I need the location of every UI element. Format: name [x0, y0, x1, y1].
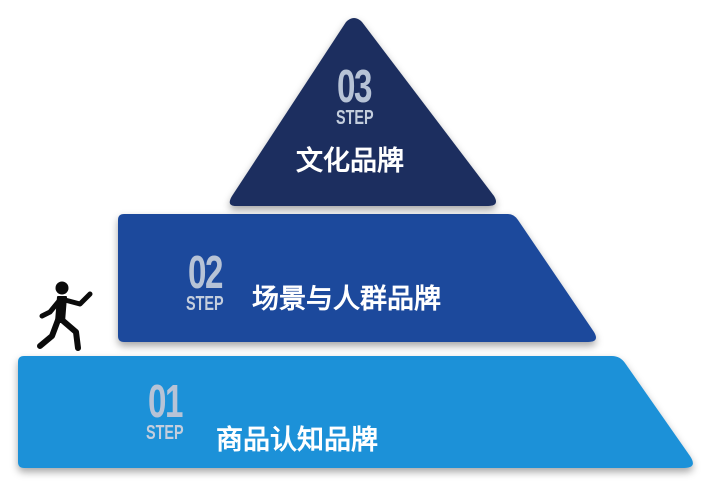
walking-person-icon — [37, 281, 93, 351]
step-03-number: 03 — [337, 60, 372, 112]
step-01-word: STEP — [146, 422, 184, 444]
tier-03-label: 文化品牌 — [296, 146, 404, 177]
step-02-number: 02 — [188, 246, 223, 298]
step-01-number: 01 — [148, 375, 183, 427]
tier-03-shape — [229, 18, 496, 206]
tier-02-label: 场景与人群品牌 — [252, 284, 441, 315]
tier-02-shape — [118, 214, 596, 342]
step-02-word: STEP — [186, 293, 224, 315]
tier-01-label: 商品认知品牌 — [216, 425, 378, 456]
tier-01-shape — [18, 356, 693, 468]
step-03-word: STEP — [336, 107, 374, 129]
